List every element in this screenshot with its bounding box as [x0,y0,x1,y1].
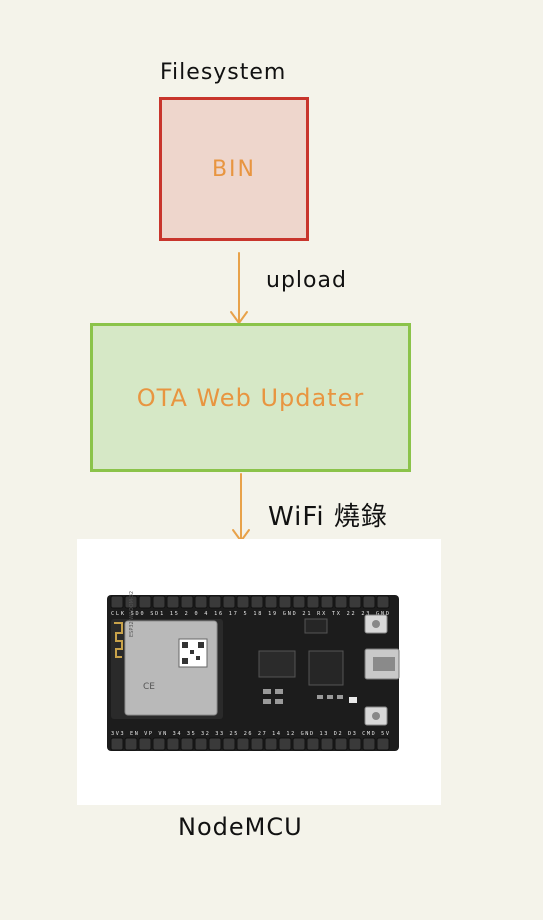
module-shield [124,620,218,716]
usb-uart-chip [308,650,344,686]
module-text: ESP32-WROOM-32 [129,591,135,637]
bottom-pin-labels: 3V3 EN VP VN 34 35 32 33 25 26 27 14 12 … [111,731,389,737]
top-header-pins [110,595,390,609]
ce-mark: CE [143,682,155,692]
filesystem-label: Filesystem [160,60,287,85]
bin-box: BIN [159,97,309,241]
top-pin-labels: CLK SD0 SD1 15 2 0 4 16 17 5 18 19 GND 2… [111,611,389,617]
antenna-trace [114,622,123,658]
small-chip [304,618,328,634]
regulator-chip [258,650,296,678]
esp32-board-icon: CLK SD0 SD1 15 2 0 4 16 17 5 18 19 GND 2… [107,591,400,751]
bottom-header-pins [110,737,390,751]
nodemcu-board-image: CLK SD0 SD1 15 2 0 4 16 17 5 18 19 GND 2… [77,539,441,805]
upload-label: upload [266,268,347,293]
bin-label: BIN [211,156,257,182]
wifi-flash-label: WiFi 燒錄 [268,502,388,532]
power-led [349,697,357,703]
nodemcu-label: NodeMCU [178,813,303,841]
ota-web-updater-box: OTA Web Updater [90,323,411,472]
ota-web-updater-label: OTA Web Updater [136,383,365,412]
